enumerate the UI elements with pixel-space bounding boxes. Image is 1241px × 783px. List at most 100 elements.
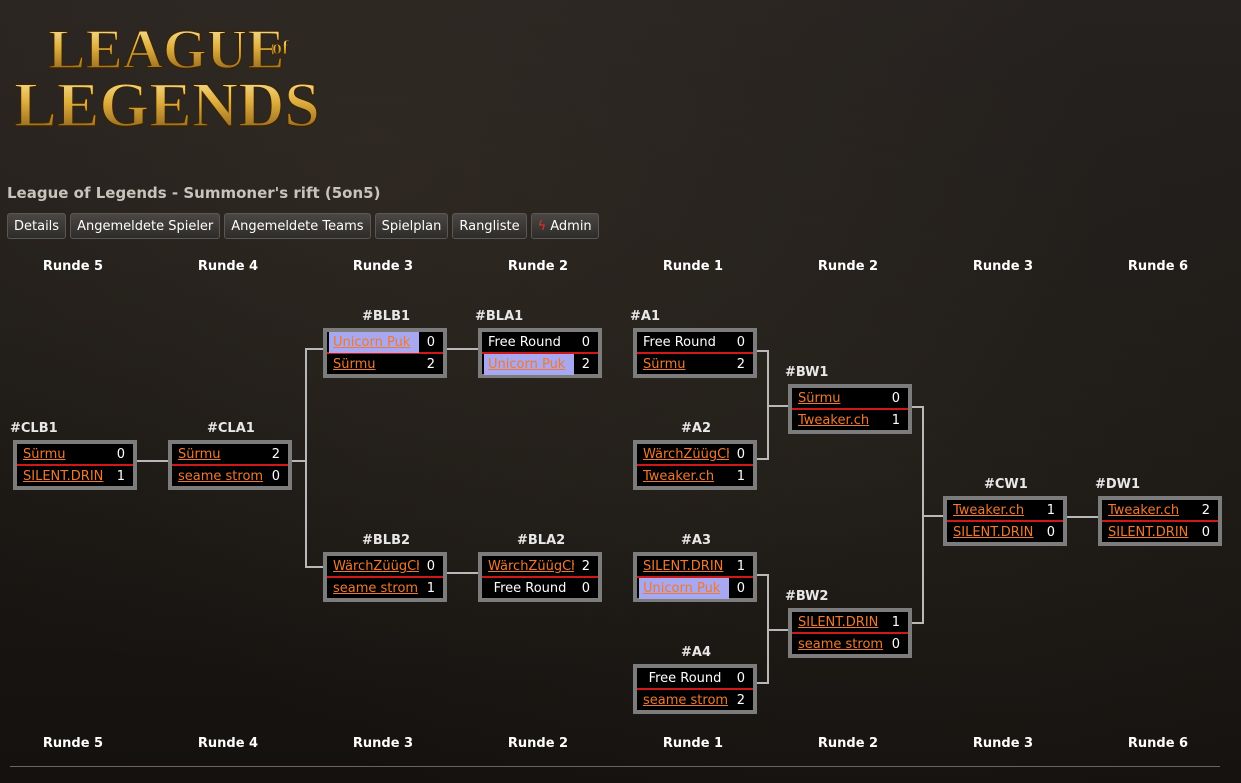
team-link[interactable]: Sürmu [798, 391, 841, 406]
match-id: #CLB1 [10, 421, 58, 436]
match-id: #BLA2 [517, 533, 566, 548]
round-label: Runde 1 [662, 736, 724, 751]
team-link[interactable]: seame strom [333, 581, 419, 596]
team-link[interactable]: seame strom [643, 693, 729, 708]
bracket-connector [767, 629, 788, 631]
team-score: 0 [116, 447, 125, 462]
registered-players-button[interactable]: Angemeldete Spieler [70, 213, 221, 239]
team-link[interactable]: Unicorn Puk [484, 354, 574, 375]
team-link[interactable]: Unicorn Puk [639, 578, 729, 599]
team-score: 0 [1201, 525, 1210, 540]
team-name: Free Round [488, 335, 561, 350]
team-link[interactable]: Sürmu [23, 447, 66, 462]
team-link[interactable]: SILENT.DRIN [953, 525, 1034, 540]
team-score: 0 [891, 637, 900, 652]
tournament-nav: Details Angemeldete Spieler Angemeldete … [7, 213, 599, 239]
match-cw1: Tweaker.ch 1 SILENT.DRIN 0 [943, 496, 1067, 546]
round-label: Runde 2 [817, 259, 879, 274]
round-label: Runde 2 [507, 736, 569, 751]
match-id: #CW1 [984, 477, 1028, 492]
schedule-button[interactable]: Spielplan [374, 213, 449, 239]
team-score: 0 [736, 581, 745, 596]
team-link[interactable]: Tweaker.ch [798, 413, 870, 428]
match-team-bottom: seame strom 2 [637, 690, 753, 711]
match-team-bottom: Free Round 0 [482, 578, 598, 599]
team-score: 0 [581, 581, 590, 596]
team-name: Free Round [648, 671, 722, 686]
details-button[interactable]: Details [7, 213, 67, 239]
round-label: Runde 3 [972, 259, 1034, 274]
match-clb1: Sürmu 0 SILENT.DRIN 1 [13, 440, 137, 490]
round-label: Runde 2 [817, 736, 879, 751]
team-link[interactable]: Sürmu [643, 357, 686, 372]
team-score: 0 [1046, 525, 1055, 540]
match-team-bottom: SILENT.DRIN 0 [1102, 522, 1218, 543]
team-name: Free Round [493, 581, 567, 596]
team-link[interactable]: WärchZüügCh [488, 559, 574, 574]
team-link[interactable]: Tweaker.ch [1108, 503, 1180, 518]
bracket-connector [757, 458, 769, 460]
bracket-connector [447, 348, 478, 350]
team-link[interactable]: seame strom [178, 469, 264, 484]
team-link[interactable]: Unicorn Puk [329, 332, 419, 353]
bracket-connector [137, 460, 168, 462]
bracket-connector [305, 566, 323, 568]
match-team-bottom: SILENT.DRIN 0 [947, 522, 1063, 543]
bracket-connector [922, 515, 943, 517]
round-label: Runde 3 [972, 736, 1034, 751]
team-link[interactable]: Tweaker.ch [643, 469, 715, 484]
bracket-connector [1067, 516, 1098, 518]
team-score: 0 [736, 671, 745, 686]
bracket-connector [305, 348, 323, 350]
team-score: 0 [426, 335, 435, 350]
round-label: Runde 3 [352, 259, 414, 274]
team-link[interactable]: SILENT.DRIN [1108, 525, 1189, 540]
team-link[interactable]: Sürmu [333, 357, 376, 372]
round-label: Runde 4 [197, 736, 259, 751]
team-link[interactable]: SILENT.DRIN [643, 559, 724, 574]
match-team-top: Tweaker.ch 1 [947, 500, 1063, 522]
match-team-top: SILENT.DRIN 1 [792, 612, 908, 634]
bolt-icon: ϟ [537, 219, 547, 234]
team-link[interactable]: seame strom [798, 637, 884, 652]
team-score: 2 [736, 693, 745, 708]
match-id: #A1 [630, 309, 660, 324]
bracket-connector [757, 350, 769, 352]
match-id: #BLA1 [475, 309, 524, 324]
team-score: 1 [1046, 503, 1055, 518]
team-score: 1 [116, 469, 125, 484]
team-score: 2 [581, 559, 590, 574]
team-score: 1 [736, 469, 745, 484]
team-link[interactable]: SILENT.DRIN [23, 469, 104, 484]
bracket-connector [305, 348, 307, 568]
logo-graphic: LEAGUE of LEGENDS [13, 18, 320, 135]
ranking-button[interactable]: Rangliste [452, 213, 527, 239]
page-title: League of Legends - Summoner's rift (5on… [7, 184, 381, 202]
team-link[interactable]: Sürmu [178, 447, 221, 462]
bracket-connector [447, 572, 478, 574]
svg-text:LEGENDS: LEGENDS [14, 69, 320, 135]
match-team-bottom: Tweaker.ch 1 [792, 410, 908, 431]
svg-text:LEAGUE: LEAGUE [48, 19, 285, 81]
team-score: 1 [891, 413, 900, 428]
team-link[interactable]: WärchZüügCh [333, 559, 419, 574]
team-score: 1 [891, 615, 900, 630]
round-label: Runde 6 [1127, 259, 1189, 274]
bracket-connector [292, 460, 306, 462]
registered-teams-button[interactable]: Angemeldete Teams [224, 213, 371, 239]
team-link[interactable]: Tweaker.ch [953, 503, 1025, 518]
round-label: Runde 3 [352, 736, 414, 751]
team-score: 0 [736, 335, 745, 350]
footer-divider [10, 766, 1220, 767]
match-id: #BLB1 [362, 309, 411, 324]
team-link[interactable]: SILENT.DRIN [798, 615, 879, 630]
team-link[interactable]: WärchZüügCh [643, 447, 729, 462]
